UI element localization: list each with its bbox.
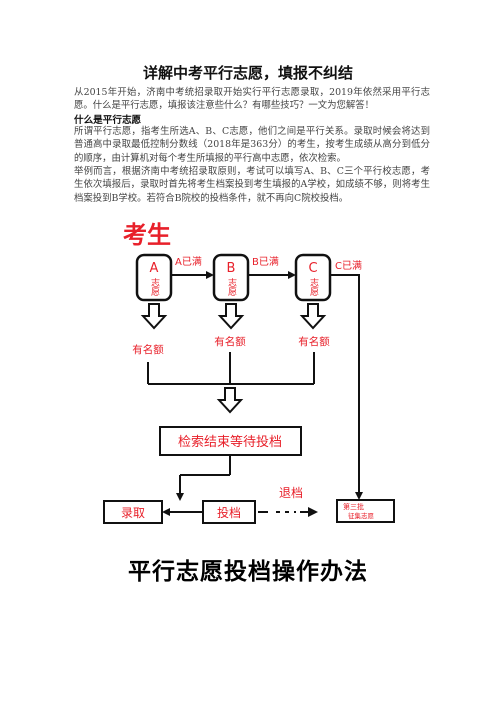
wish-c-letter: C [308, 261, 317, 276]
wish-c-label: 志愿 [308, 277, 319, 297]
third-batch-box: 第三批 征集志愿 [336, 499, 395, 523]
article-title: 详解中考平行志愿，填报不纠结 [142, 64, 353, 82]
wish-box-c: C 志愿 [294, 253, 332, 302]
diagram-caption: 平行志愿投档操作办法 [128, 559, 368, 585]
wish-a-label: 志愿 [149, 277, 160, 297]
submit-label: 投档 [217, 505, 241, 520]
search-end-label: 检索结束等待投档 [178, 434, 282, 450]
admit-box: 录取 [103, 500, 163, 524]
label-b-full: B已满 [252, 256, 279, 268]
down-arrow-merge [218, 387, 242, 413]
line-c-to-third-batch [330, 274, 363, 500]
wish-b-label: 志愿 [226, 277, 237, 297]
wish-a-letter: A [150, 261, 159, 276]
section-heading: 什么是平行志愿 [74, 115, 142, 126]
quota-label-b: 有名额 [214, 335, 246, 348]
third-batch-line2: 征集志愿 [348, 511, 375, 520]
return-label: 退档 [279, 486, 303, 500]
wish-box-a: A 志愿 [135, 253, 173, 302]
arrow-a-to-b [171, 271, 214, 279]
label-c-full: C已满 [335, 260, 362, 272]
search-end-box: 检索结束等待投档 [159, 426, 302, 456]
quota-label-c: 有名额 [298, 335, 330, 348]
down-arrow-a [142, 303, 166, 329]
label-a-full: A已满 [175, 256, 202, 268]
quota-label-a: 有名额 [132, 343, 164, 356]
down-arrow-c [301, 303, 325, 329]
arrow-return [258, 507, 318, 517]
down-arrow-b [219, 303, 243, 329]
submit-box: 投档 [202, 500, 256, 524]
arrow-submit-to-admit [162, 508, 203, 516]
wish-b-letter: B [227, 261, 236, 276]
definition-paragraph: 所谓平行志愿，指考生所选A、B、C志愿，他们之间是平行关系。录取时候会将达到普通… [74, 126, 430, 164]
third-batch-line1: 第三批 [343, 502, 364, 511]
example-paragraph: 举例而言，根据济南中考统招录取原则，考试可以填写A、B、C三个平行校志愿，考生依… [74, 166, 430, 204]
admit-label: 录取 [121, 506, 145, 520]
merge-lines [147, 352, 315, 385]
line-search-to-submit [176, 455, 231, 501]
intro-paragraph: 从2015年开始，济南中考统招录取开始实行平行志愿录取，2019年依然采用平行志… [74, 87, 430, 112]
diagram-header: 考生 [123, 221, 171, 249]
wish-box-b: B 志愿 [212, 253, 250, 302]
arrow-b-to-c [248, 271, 296, 279]
